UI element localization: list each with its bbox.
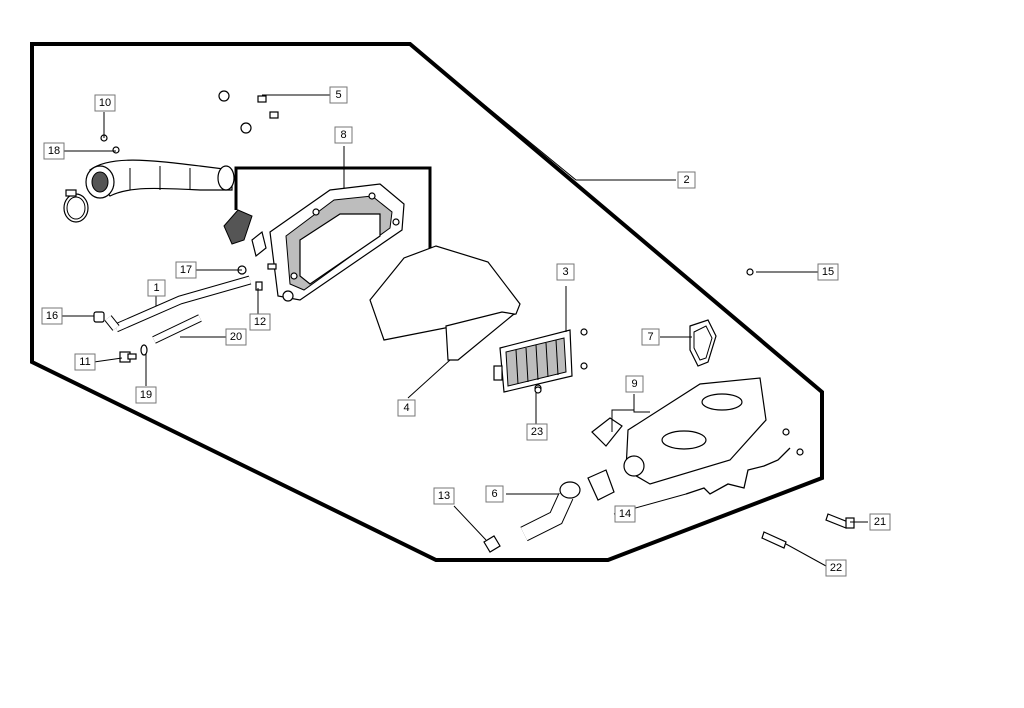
callout-21: 21 xyxy=(869,513,891,531)
svg-text:12: 12 xyxy=(254,316,266,328)
callout-16: 16 xyxy=(41,307,63,325)
svg-text:3: 3 xyxy=(562,266,568,278)
hose-clamp xyxy=(63,189,89,223)
svg-text:13: 13 xyxy=(438,490,450,502)
assembly-subframe xyxy=(234,166,432,252)
callout-20: 20 xyxy=(225,328,247,346)
air-box-housing xyxy=(269,183,405,302)
intake-duct xyxy=(85,159,235,199)
svg-text:21: 21 xyxy=(874,516,886,528)
callout-8: 8 xyxy=(334,126,353,144)
gasket xyxy=(689,319,717,367)
svg-text:9: 9 xyxy=(631,378,637,390)
callout-4: 4 xyxy=(397,399,416,417)
filter-cartridge xyxy=(493,328,588,393)
callout-10: 10 xyxy=(94,94,116,112)
svg-text:10: 10 xyxy=(99,97,111,109)
svg-text:11: 11 xyxy=(79,356,90,368)
svg-text:22: 22 xyxy=(830,562,842,574)
filter-element xyxy=(369,245,521,361)
callout-13: 13 xyxy=(433,487,455,505)
callout-6: 6 xyxy=(485,485,504,503)
svg-text:7: 7 xyxy=(647,331,653,343)
svg-text:1: 1 xyxy=(153,282,159,294)
svg-text:16: 16 xyxy=(46,310,58,322)
callout-11: 11 xyxy=(74,353,96,371)
svg-text:8: 8 xyxy=(340,129,346,141)
callout-3: 3 xyxy=(556,263,575,281)
svg-text:18: 18 xyxy=(48,145,60,157)
callout-19: 19 xyxy=(135,386,157,404)
screw-15 xyxy=(746,268,754,276)
callout-2: 2 xyxy=(677,171,696,189)
air-box-cover xyxy=(591,377,767,485)
svg-text:19: 19 xyxy=(140,389,152,401)
callout-9: 9 xyxy=(625,375,644,393)
svg-text:2: 2 xyxy=(683,174,689,186)
svg-text:15: 15 xyxy=(822,266,834,278)
assembly-frame xyxy=(30,42,824,562)
callout-23: 23 xyxy=(526,423,548,441)
bolt-22 xyxy=(761,531,787,549)
svg-text:14: 14 xyxy=(619,508,631,520)
clip-16 xyxy=(93,311,105,323)
svg-text:6: 6 xyxy=(491,488,497,500)
callout-17: 17 xyxy=(175,261,197,279)
callout-18: 18 xyxy=(43,142,65,160)
intake-elbow xyxy=(520,469,615,542)
svg-text:23: 23 xyxy=(531,426,543,438)
leader-lines xyxy=(62,43,868,567)
bolt-21 xyxy=(825,513,855,529)
callout-7: 7 xyxy=(641,328,660,346)
callout-1: 1 xyxy=(147,279,166,297)
callout-5: 5 xyxy=(329,86,348,104)
drain-tube xyxy=(152,314,202,344)
screw-23 xyxy=(534,386,542,394)
svg-text:4: 4 xyxy=(403,402,409,414)
drain-hose xyxy=(104,275,252,333)
callout-22: 22 xyxy=(825,559,847,577)
rubber-seal xyxy=(223,209,267,258)
retaining-wire xyxy=(685,428,804,495)
callout-14: 14 xyxy=(614,505,636,523)
svg-text:17: 17 xyxy=(180,264,192,276)
clip-13 xyxy=(483,535,501,553)
callout-15: 15 xyxy=(817,263,839,281)
svg-text:20: 20 xyxy=(230,331,242,343)
washer-19 xyxy=(140,344,148,356)
svg-text:5: 5 xyxy=(335,89,341,101)
bolt-11 xyxy=(119,351,137,363)
callout-12: 12 xyxy=(249,313,271,331)
breather-pipe xyxy=(218,80,279,134)
